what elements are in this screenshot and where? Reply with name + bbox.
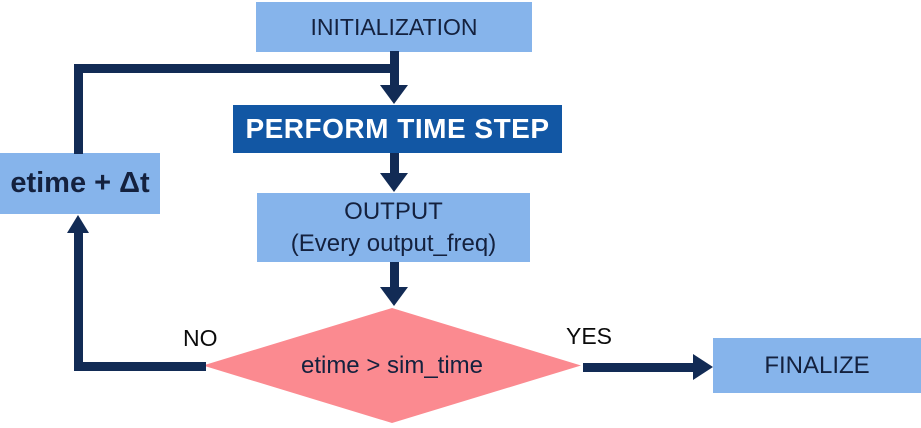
edge-decision-no-horizontal-line <box>74 362 206 371</box>
node-initialization-label: INITIALIZATION <box>310 13 478 40</box>
node-etime-increment-label: etime + Δt <box>10 167 150 199</box>
edge-output-to-decision-line <box>390 262 399 288</box>
arrowhead-up-icon <box>67 215 89 233</box>
arrowhead-down-icon <box>380 287 408 306</box>
edge-etime-return-horizontal-line <box>74 64 399 73</box>
branch-label-yes: YES <box>566 323 613 349</box>
arrowhead-down-icon <box>380 173 408 192</box>
node-output: OUTPUT (Every output_freq) <box>257 193 530 262</box>
arrowhead-down-icon <box>380 85 408 104</box>
edge-etime-return-vertical-line <box>74 64 83 154</box>
arrowhead-right-icon <box>693 354 713 380</box>
node-finalize: FINALIZE <box>713 338 921 393</box>
edge-decision-yes-line <box>583 363 694 372</box>
edge-decision-no-vertical-line <box>74 232 83 371</box>
node-decision-diamond: etime > sim_time <box>203 308 581 423</box>
node-output-sublabel: (Every output_freq) <box>290 229 497 257</box>
edge-perform-to-output-line <box>390 153 399 174</box>
node-initialization: INITIALIZATION <box>256 2 532 52</box>
node-perform-time-step-label: PERFORM TIME STEP <box>245 113 550 144</box>
node-decision-label: etime > sim_time <box>300 351 484 379</box>
node-finalize-label: FINALIZE <box>764 351 870 379</box>
branch-label-no: NO <box>183 325 218 351</box>
node-output-label: OUTPUT <box>344 197 443 225</box>
node-etime-increment: etime + Δt <box>0 153 160 214</box>
node-perform-time-step: PERFORM TIME STEP <box>233 105 562 153</box>
